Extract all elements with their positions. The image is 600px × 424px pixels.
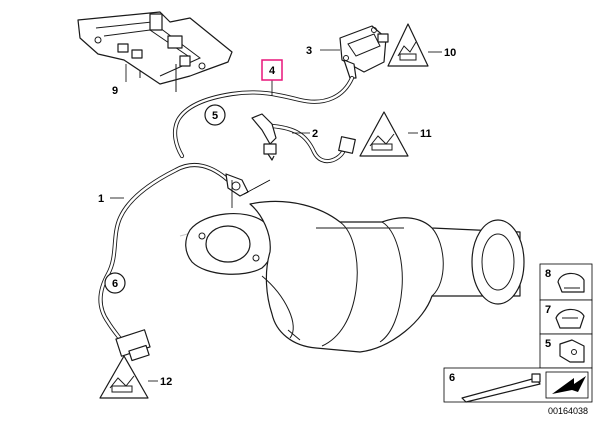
wiring-harness-upper[interactable]	[172, 75, 355, 159]
callout-3[interactable]: 3	[306, 45, 312, 57]
callout-1[interactable]: 1	[98, 193, 104, 205]
callout-circle-5[interactable]: 5	[204, 104, 226, 126]
legend-panel: 8 7 5 6	[443, 263, 593, 403]
triangle-symbol-11	[359, 111, 409, 157]
callout-5-label: 5	[212, 110, 218, 122]
bracket-5-icon	[559, 339, 585, 363]
callout-4-highlighted[interactable]: 4	[261, 59, 283, 81]
reference-number: 00164038	[548, 406, 588, 416]
callout-9[interactable]: 9	[112, 85, 118, 97]
callout-6-label: 6	[112, 278, 118, 290]
triangle-symbol-10	[387, 23, 429, 67]
oxygen-sensor-2[interactable]	[251, 113, 356, 164]
clip-7-icon	[555, 308, 585, 329]
sensor-control-module[interactable]	[339, 25, 389, 79]
callout-2[interactable]: 2	[312, 128, 318, 140]
legend-label-6: 6	[449, 372, 455, 384]
legend-label-7: 7	[545, 304, 551, 316]
callout-12[interactable]: 12	[160, 376, 172, 388]
control-unit-bracket[interactable]	[77, 11, 233, 92]
legend-label-8: 8	[545, 268, 551, 280]
legend-label-5: 5	[545, 338, 551, 350]
clip-8-icon	[557, 272, 585, 293]
catalytic-converter	[179, 200, 525, 353]
callout-10[interactable]: 10	[444, 47, 456, 59]
oxygen-sensor-1[interactable]	[98, 162, 249, 362]
cable-tie-6-icon	[461, 373, 541, 403]
triangle-symbol-12	[99, 355, 149, 399]
leader-lines	[110, 49, 442, 382]
callout-circle-6[interactable]: 6	[104, 272, 126, 294]
callout-4: 4	[269, 65, 276, 77]
arrow-logo-icon	[545, 371, 589, 399]
callout-11[interactable]: 11	[420, 128, 432, 140]
